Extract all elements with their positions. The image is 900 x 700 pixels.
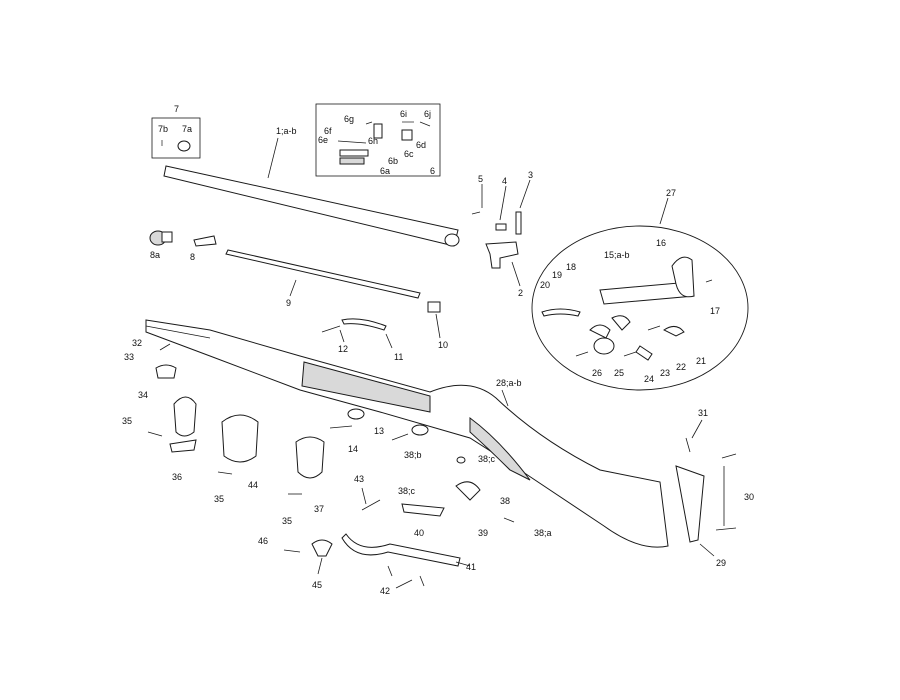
ramrod (225, 249, 421, 299)
label-17: 17 (710, 306, 720, 316)
label-26: 26 (592, 368, 602, 378)
label-27: 27 (666, 188, 676, 198)
label-1: 1;a-b (276, 126, 297, 136)
label-46: 46 (258, 536, 268, 546)
label-38c-1: 38;c (478, 454, 496, 464)
label-6b: 6b (388, 156, 398, 166)
label-44: 44 (248, 480, 258, 490)
band-37 (295, 436, 325, 479)
label-30: 30 (744, 492, 754, 502)
label-8a: 8a (150, 250, 160, 260)
nose-cap-33 (155, 364, 177, 379)
label-6c: 6c (404, 149, 414, 159)
pins-35 (147, 431, 302, 495)
ramrod-tip-8 (193, 235, 217, 247)
label-6h: 6h (368, 136, 378, 146)
pin-12 (321, 325, 341, 333)
label-35-c: 35 (282, 516, 292, 526)
label-36: 36 (172, 472, 182, 482)
label-39: 39 (478, 528, 488, 538)
stock (145, 319, 669, 548)
label-38b: 38;b (404, 450, 422, 460)
barrel (163, 165, 460, 247)
label-10: 10 (438, 340, 448, 350)
label-43: 43 (354, 474, 364, 484)
label-6f: 6f (324, 126, 332, 136)
label-38a: 38;a (534, 528, 552, 538)
label-13: 13 (374, 426, 384, 436)
label-41: 41 (466, 562, 476, 572)
label-31: 31 (698, 408, 708, 418)
patch-10 (427, 301, 441, 313)
label-24: 24 (644, 374, 654, 384)
leader-lines (159, 137, 725, 589)
label-34: 34 (138, 390, 148, 400)
label-40: 40 (414, 528, 424, 538)
label-4: 4 (502, 176, 507, 186)
label-45: 45 (312, 580, 322, 590)
small-parts-2-5 (471, 211, 522, 269)
label-6d: 6d (416, 140, 426, 150)
trigger-group (283, 408, 515, 587)
band-44 (221, 414, 259, 463)
label-9: 9 (286, 298, 291, 308)
butt-plate-29 (675, 465, 705, 543)
label-35-a: 35 (122, 416, 132, 426)
label-32: 32 (132, 338, 142, 348)
label-42: 42 (380, 586, 390, 596)
label-6i: 6i (400, 109, 407, 119)
label-22: 22 (676, 362, 686, 372)
label-3: 3 (528, 170, 533, 180)
label-15: 15;a-b (604, 250, 630, 260)
label-37: 37 (314, 504, 324, 514)
label-28: 28;a-b (496, 378, 522, 388)
label-7a: 7a (182, 124, 192, 134)
label-23: 23 (660, 368, 670, 378)
label-38c-2: 38;c (398, 486, 416, 496)
label-21: 21 (696, 356, 706, 366)
label-6g: 6g (344, 114, 354, 124)
label-6e: 6e (318, 135, 328, 145)
label-11: 11 (394, 352, 403, 362)
label-35-b: 35 (214, 494, 224, 504)
band-34 (173, 396, 197, 437)
screws-30-31 (685, 437, 737, 531)
label-12: 12 (338, 344, 348, 354)
label-6: 6 (430, 166, 435, 176)
label-2: 2 (518, 288, 523, 298)
label-33: 33 (124, 352, 134, 362)
label-6a: 6a (380, 166, 390, 176)
ramrod-spring-11 (341, 318, 387, 331)
inset-box-6 (315, 103, 441, 177)
swivel-36 (169, 439, 197, 453)
label-19: 19 (552, 270, 562, 280)
label-6j: 6j (424, 109, 431, 119)
label-5: 5 (478, 174, 483, 184)
label-16: 16 (656, 238, 666, 248)
inset-box-7 (151, 117, 201, 159)
label-20: 20 (540, 280, 550, 290)
label-25: 25 (614, 368, 624, 378)
lock-assembly-inset (531, 225, 749, 391)
label-7: 7 (174, 104, 179, 114)
label-29: 29 (716, 558, 726, 568)
label-8: 8 (190, 252, 195, 262)
label-38: 38 (500, 496, 510, 506)
label-14: 14 (348, 444, 358, 454)
label-7b: 7b (158, 124, 168, 134)
breech-plug-8a (149, 230, 173, 246)
label-18: 18 (566, 262, 576, 272)
